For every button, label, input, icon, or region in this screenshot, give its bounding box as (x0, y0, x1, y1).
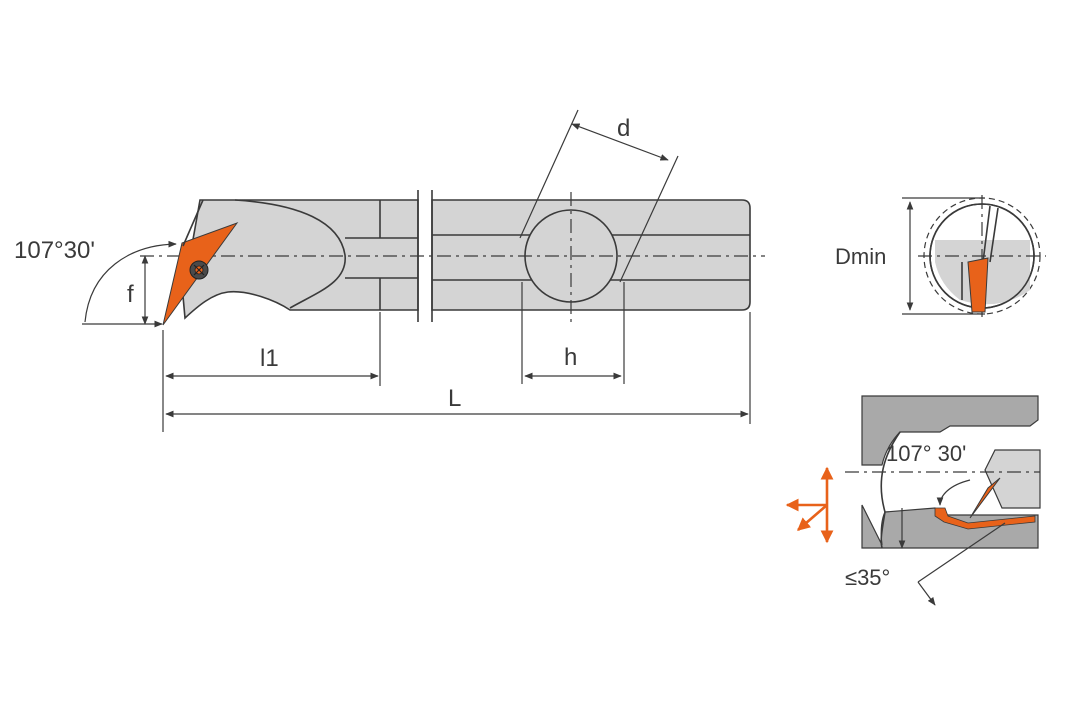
d-label: d (617, 115, 630, 142)
bar-head (182, 199, 419, 320)
end-view: Dmin (835, 195, 1046, 318)
end-view-insert (967, 257, 989, 313)
angle-dimension-main: 107°30' (14, 237, 177, 328)
f-label: f (127, 281, 134, 308)
head-pocket-edge (234, 199, 346, 309)
detail-bar (984, 449, 1041, 509)
l1-dimension: l1 (162, 312, 381, 432)
detail-angle-label: 107° 30' (886, 441, 966, 466)
L-dimension: L (165, 312, 751, 424)
feed-direction-arrows-icon (785, 466, 834, 544)
workpiece-bottom (861, 504, 1039, 549)
machined-profile (934, 507, 1036, 530)
workpiece-top (861, 395, 1039, 466)
detail-view: 107° 30' ≤35° (845, 395, 1041, 606)
L-label: L (448, 385, 461, 412)
angle-label-main: 107°30' (14, 237, 95, 264)
f-dimension: f (127, 255, 149, 325)
boring-bar-side-view (140, 190, 765, 326)
detail-insert (969, 477, 1001, 519)
dmin-label: Dmin (835, 244, 886, 269)
l1-label: l1 (260, 345, 279, 372)
d-dimension: d (519, 109, 679, 283)
max-angle-label: ≤35° (845, 565, 890, 590)
h-label: h (564, 344, 577, 371)
h-dimension: h (521, 282, 625, 384)
